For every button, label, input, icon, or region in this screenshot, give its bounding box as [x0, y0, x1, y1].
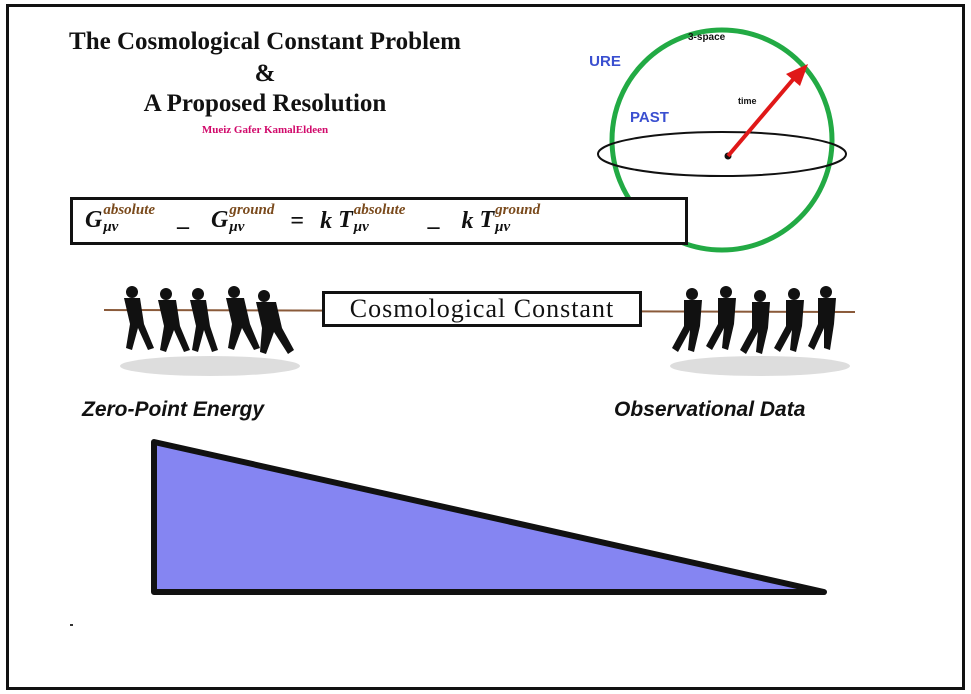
decreasing-wedge — [151, 439, 827, 595]
future-label: FUTURE — [590, 53, 621, 70]
sphere-outline — [609, 27, 835, 253]
stray-mark — [70, 624, 73, 626]
observational-data-label: Observational Data — [614, 398, 806, 421]
time-arrow-head — [786, 64, 808, 86]
title-line-1: The Cosmological Constant Problem — [69, 28, 461, 55]
three-space-label: 3-space — [688, 32, 726, 43]
k-coefficient-1: k — [320, 207, 333, 234]
equals-operator: = — [290, 207, 305, 234]
title-ampersand: & — [254, 60, 276, 87]
three-space-ellipse — [597, 131, 847, 177]
k-coefficient-2: k — [461, 207, 474, 234]
right-team-silhouettes — [672, 286, 836, 354]
cosmological-constant-label: Cosmological Constant — [322, 291, 642, 327]
author-name: Mueiz Gafer KamalEldeen — [201, 124, 329, 136]
left-team-silhouettes — [124, 286, 294, 354]
title-line-2: A Proposed Resolution — [143, 90, 387, 117]
spacetime-sphere-diagram: 3-space FUTURE PAST time — [590, 27, 847, 253]
zero-point-energy-label: Zero-Point Energy — [82, 398, 265, 421]
silhouette-shadows — [120, 356, 850, 376]
wedge-triangle — [151, 439, 827, 595]
minus-operator-1: – — [177, 213, 190, 240]
image-frame — [6, 4, 965, 690]
minus-operator-2: – — [427, 213, 440, 240]
past-label: PAST — [630, 109, 669, 126]
tug-of-war-scene — [103, 286, 856, 376]
time-label: time — [738, 96, 757, 106]
time-arrow-shaft — [726, 74, 798, 158]
